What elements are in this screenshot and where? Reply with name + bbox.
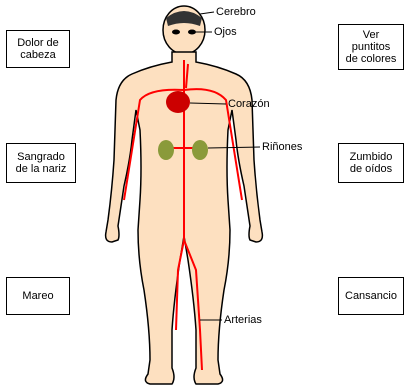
symptom-box-nosebleed: Sangrado de la nariz <box>6 143 76 183</box>
label-ojos: Ojos <box>214 26 237 38</box>
eye-left <box>172 30 180 35</box>
label-corazon: Corazón <box>228 98 270 110</box>
heart-shape <box>166 91 190 113</box>
label-cerebro: Cerebro <box>216 6 256 18</box>
symptom-box-colored-dots: Ver puntitos de colores <box>338 24 404 70</box>
kidney-left <box>158 140 174 160</box>
symptom-box-fatigue: Cansancio <box>338 277 404 315</box>
symptom-box-tinnitus: Zumbido de oídos <box>338 143 404 183</box>
symptom-box-headache: Dolor de cabeza <box>6 30 70 68</box>
symptom-box-dizziness: Mareo <box>6 277 70 315</box>
kidney-right <box>192 140 208 160</box>
label-arterias: Arterias <box>224 314 262 326</box>
eye-right <box>188 30 196 35</box>
label-rinones: Riñones <box>262 141 302 153</box>
